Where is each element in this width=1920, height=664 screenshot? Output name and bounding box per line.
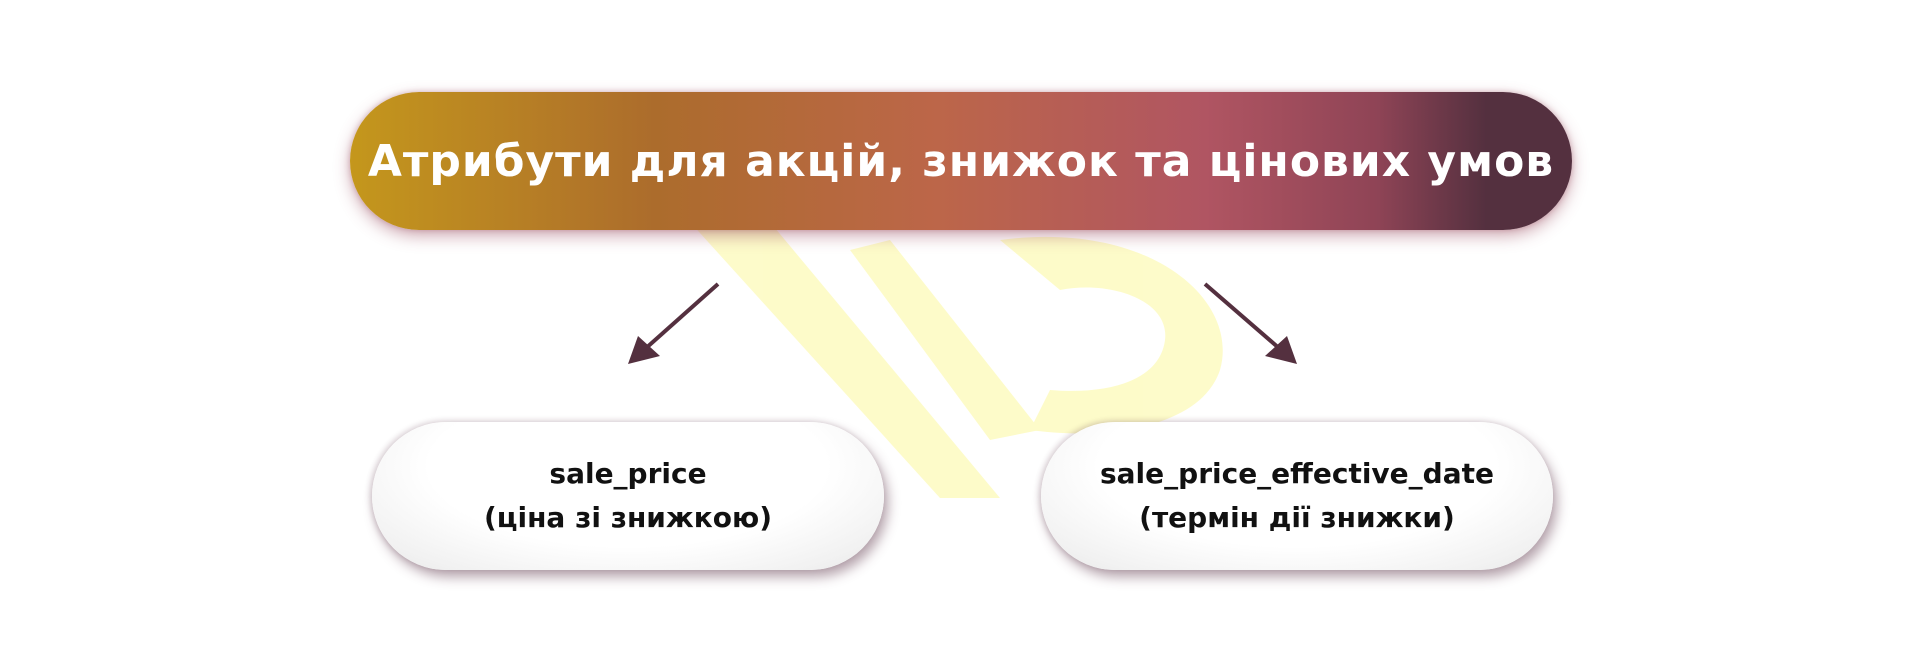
arrow-right-line xyxy=(1203,282,1282,351)
node-sale-price: sale_price (ціна зі знижкою) xyxy=(372,422,884,570)
header-title: Атрибути для акцій, знижок та цінових ум… xyxy=(367,135,1555,187)
arrow-left-line xyxy=(643,282,720,351)
watermark-stroke-2 xyxy=(850,240,1040,440)
node-sale-price-description: (ціна зі знижкою) xyxy=(483,501,773,534)
arrow-right-head xyxy=(1265,336,1297,364)
node-sale-price-effective-date-description: (термін дії знижки) xyxy=(1139,501,1455,534)
node-sale-price-effective-date: sale_price_effective_date (термін дії зн… xyxy=(1041,422,1553,570)
watermark-loop xyxy=(1000,236,1223,434)
header-banner: Атрибути для акцій, знижок та цінових ум… xyxy=(350,92,1572,230)
node-sale-price-effective-date-name: sale_price_effective_date xyxy=(1100,457,1494,490)
node-sale-price-name: sale_price xyxy=(549,457,707,490)
arrow-left-head xyxy=(628,336,660,364)
